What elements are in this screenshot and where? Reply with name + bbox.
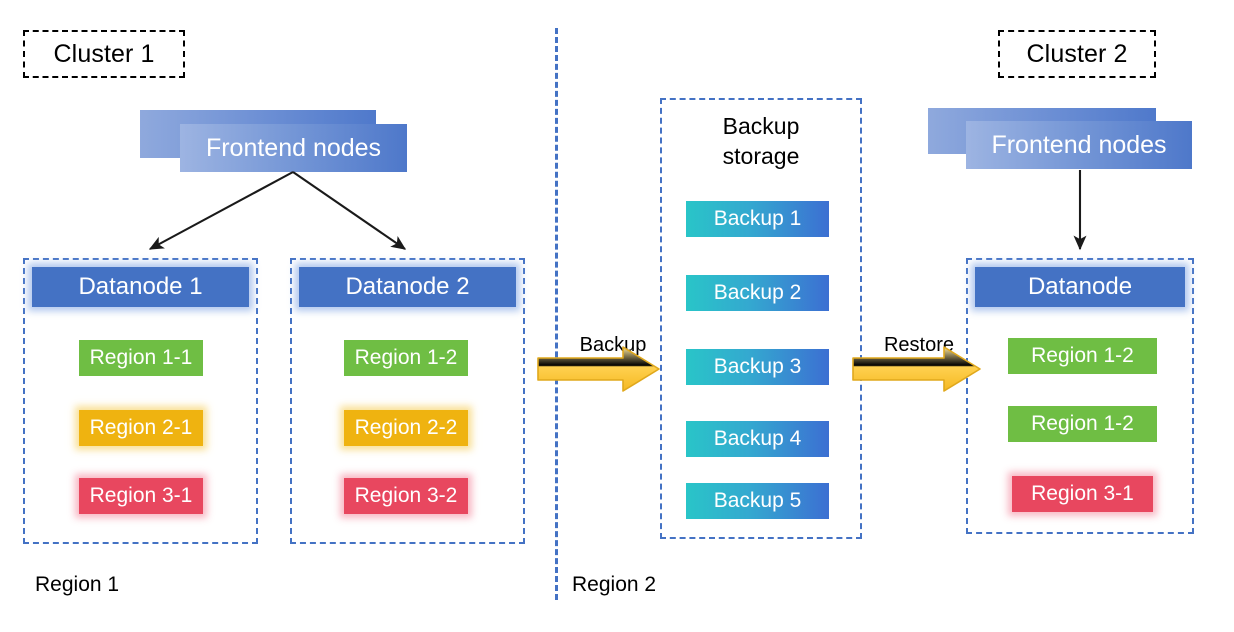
region-divider-line bbox=[555, 28, 558, 600]
footer-region-1-text: Region 1 bbox=[35, 573, 120, 596]
backup-item-label: Backup 4 bbox=[713, 427, 802, 450]
backup-storage-title: Backup storage bbox=[660, 111, 862, 171]
restore-flow-label: Restore bbox=[869, 334, 969, 357]
region-chip-1-1[interactable]: Region 1-1 bbox=[79, 340, 203, 376]
datanode-2-container bbox=[290, 258, 525, 544]
region-chip-2-2[interactable]: Region 2-2 bbox=[344, 410, 468, 446]
backup-item-label: Backup 1 bbox=[713, 207, 802, 230]
region-chip-1-2[interactable]: Region 1-2 bbox=[344, 340, 468, 376]
backup-item-label: Backup 3 bbox=[713, 355, 802, 378]
cluster-1-frontend-label: Frontend nodes bbox=[205, 133, 382, 162]
datanode-1-container bbox=[23, 258, 258, 544]
datanode-3-header[interactable]: Datanode bbox=[975, 267, 1185, 307]
datanode-1-title: Datanode 1 bbox=[78, 273, 203, 300]
cluster-1-label-box: Cluster 1 bbox=[23, 30, 185, 78]
backup-storage-title-line-1: Backup bbox=[722, 113, 800, 139]
cluster-1-label-text: Cluster 1 bbox=[53, 39, 155, 68]
datanode-1-header[interactable]: Datanode 1 bbox=[32, 267, 249, 307]
region-chip-label: Region 1-2 bbox=[354, 346, 458, 369]
datanode-3-container bbox=[966, 258, 1194, 534]
backup-item-1[interactable]: Backup 1 bbox=[686, 201, 829, 237]
arrow-frontend-to-datanode-2 bbox=[292, 171, 407, 250]
footer-region-2-text: Region 2 bbox=[572, 573, 657, 596]
backup-item-4[interactable]: Backup 4 bbox=[686, 421, 829, 457]
region-chip-label: Region 2-2 bbox=[354, 416, 458, 439]
arrow-frontend-to-datanode-1 bbox=[148, 171, 294, 250]
cluster-2-frontend-label: Frontend nodes bbox=[991, 130, 1167, 159]
backup-item-label: Backup 5 bbox=[713, 489, 802, 512]
region-chip-c2-3[interactable]: Region 3-1 bbox=[1012, 476, 1153, 512]
region-chip-label: Region 1-2 bbox=[1031, 412, 1134, 435]
region-chip-label: Region 2-1 bbox=[89, 416, 193, 439]
datanode-2-title: Datanode 2 bbox=[345, 273, 470, 300]
region-chip-3-2[interactable]: Region 3-2 bbox=[344, 478, 468, 514]
region-chip-2-1[interactable]: Region 2-1 bbox=[79, 410, 203, 446]
cluster-2-label-text: Cluster 2 bbox=[1026, 39, 1128, 68]
cluster-1-frontend-node[interactable]: Frontend nodes bbox=[180, 124, 407, 172]
region-chip-3-1[interactable]: Region 3-1 bbox=[79, 478, 203, 514]
region-chip-label: Region 3-1 bbox=[89, 484, 193, 507]
backup-item-5[interactable]: Backup 5 bbox=[686, 483, 829, 519]
backup-flow-label-text: Backup bbox=[579, 334, 647, 356]
footer-region-1-label: Region 1 bbox=[35, 573, 119, 597]
backup-item-3[interactable]: Backup 3 bbox=[686, 349, 829, 385]
region-chip-label: Region 3-1 bbox=[1031, 482, 1134, 505]
region-chip-label: Region 1-2 bbox=[1031, 344, 1134, 367]
cluster-2-frontend-node[interactable]: Frontend nodes bbox=[966, 121, 1192, 169]
region-chip-label: Region 1-1 bbox=[89, 346, 193, 369]
datanode-3-title: Datanode bbox=[1027, 273, 1133, 300]
backup-storage-title-line-2: storage bbox=[722, 143, 800, 169]
region-chip-label: Region 3-2 bbox=[354, 484, 458, 507]
datanode-2-header[interactable]: Datanode 2 bbox=[299, 267, 516, 307]
region-chip-c2-1[interactable]: Region 1-2 bbox=[1008, 338, 1157, 374]
backup-flow-label: Backup bbox=[567, 334, 659, 357]
region-chip-c2-2[interactable]: Region 1-2 bbox=[1008, 406, 1157, 442]
cluster-2-label-box: Cluster 2 bbox=[998, 30, 1156, 78]
backup-item-label: Backup 2 bbox=[713, 281, 802, 304]
restore-flow-label-text: Restore bbox=[883, 334, 955, 356]
footer-region-2-label: Region 2 bbox=[572, 573, 656, 597]
backup-storage-container bbox=[660, 98, 862, 539]
backup-item-2[interactable]: Backup 2 bbox=[686, 275, 829, 311]
